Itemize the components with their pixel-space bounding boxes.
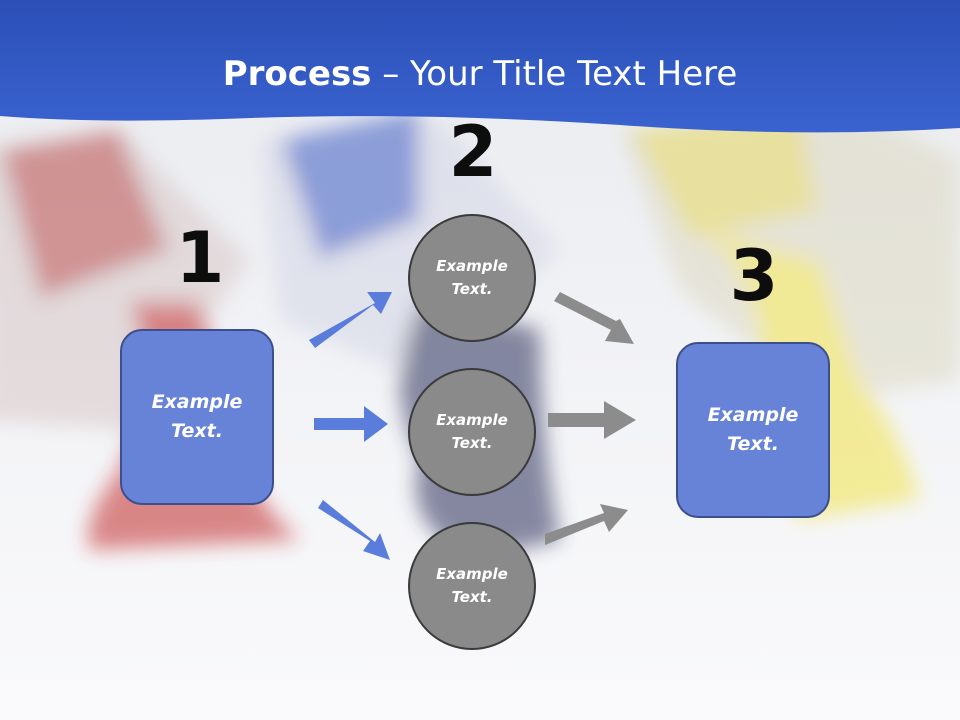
title-bold-word: Process	[222, 54, 372, 94]
blue-arrow-down	[318, 500, 390, 560]
gray-arrow-bottom	[545, 504, 628, 545]
blue-arrow-up	[309, 292, 392, 348]
step-3-box-text: Example Text.	[707, 404, 799, 455]
step-3-box: Example Text.	[676, 342, 830, 518]
circle-bottom-text: Example Text.	[436, 565, 508, 606]
step-number-3: 3	[729, 235, 779, 317]
step-2-circle-bottom: Example Text.	[408, 522, 536, 650]
gray-arrow-top	[554, 292, 634, 344]
step-number-2: 2	[448, 111, 498, 193]
circle-middle-text: Example Text.	[436, 411, 508, 452]
step-number-1: 1	[175, 217, 225, 299]
step-2-circle-middle: Example Text.	[408, 368, 536, 496]
step-1-box: Example Text.	[120, 329, 274, 505]
slide-title: Process – Your Title Text Here	[0, 52, 960, 96]
circle-top-text: Example Text.	[436, 257, 508, 298]
step-1-box-text: Example Text.	[151, 391, 243, 442]
step-2-circle-top: Example Text.	[408, 214, 536, 342]
title-rest: – Your Title Text Here	[371, 54, 738, 94]
blue-arrow-middle	[314, 406, 388, 442]
gray-arrow-middle	[548, 401, 636, 439]
